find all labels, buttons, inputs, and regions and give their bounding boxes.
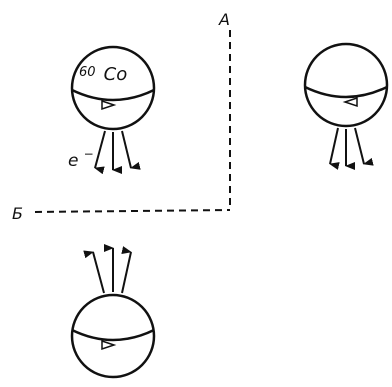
electron-symbol: e — [68, 151, 78, 171]
spin-arrow-right-icon — [102, 101, 114, 109]
electron-charge: − — [84, 147, 94, 161]
isotope-symbol: Co — [104, 64, 128, 85]
isotope-label: 60 Co — [79, 61, 127, 85]
mirror-plane-b — [35, 210, 230, 212]
spin-equator — [72, 90, 154, 100]
electron-emission-down — [95, 131, 131, 170]
isotope-mass-number: 60 — [79, 65, 96, 80]
nucleus-mirror-a — [305, 44, 387, 166]
spin-arrow-left-icon — [345, 98, 357, 106]
electron-label: e − — [68, 147, 94, 171]
nucleus-mirror-b — [72, 248, 154, 377]
spin-arrow-right-icon — [102, 341, 114, 349]
electron-emission-up — [93, 248, 131, 293]
label-mirror-b: Б — [12, 204, 23, 223]
label-mirror-a: A — [218, 10, 230, 29]
electron-emission-down — [330, 128, 364, 166]
spin-equator — [305, 87, 387, 97]
spin-equator — [72, 330, 154, 340]
